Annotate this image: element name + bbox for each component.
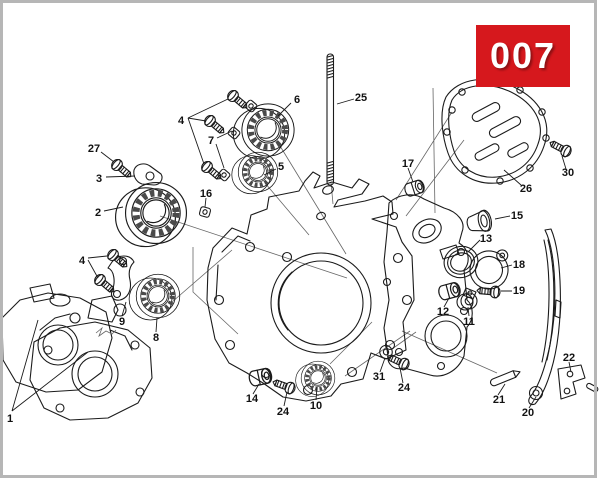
callout-2: 2 — [94, 207, 102, 219]
part-tab-3 — [133, 163, 163, 186]
part-cover-26 — [441, 78, 550, 185]
callout-27: 27 — [87, 143, 101, 155]
part-bearing-8 — [129, 274, 180, 320]
callout-25: 25 — [354, 92, 368, 104]
part-bolt-30 — [546, 136, 574, 160]
callout-24: 24 — [276, 406, 290, 418]
part-bracket-22 — [557, 364, 599, 400]
part-screw-4b — [201, 112, 229, 138]
callout-19: 19 — [512, 285, 526, 297]
part-bushing-14 — [247, 366, 274, 388]
callout-26: 26 — [519, 183, 533, 195]
callout-1: 1 — [6, 413, 14, 425]
callout-6: 6 — [293, 94, 301, 106]
callout-20: 20 — [521, 407, 535, 419]
callout-3: 3 — [95, 173, 103, 185]
part-lever-9 — [107, 255, 135, 301]
callout-12: 12 — [436, 306, 450, 318]
callout-15: 15 — [510, 210, 524, 222]
callout-14: 14 — [245, 393, 259, 405]
callout-9: 9 — [118, 316, 126, 328]
part-crankcase-right-half — [382, 194, 473, 377]
assembly-lines — [159, 87, 498, 377]
part-pin-21 — [489, 370, 521, 387]
callout-16: 16 — [199, 188, 213, 200]
part-bolt-24a — [270, 375, 298, 396]
callout-22: 22 — [562, 352, 576, 364]
part-stud-25 — [326, 53, 335, 186]
part-assembled-crankcase-1 — [1, 283, 153, 421]
callout-18: 18 — [512, 259, 526, 271]
callout-7: 7 — [207, 135, 215, 147]
part-bearing-2 — [116, 183, 187, 247]
part-chain-guide-20 — [528, 228, 562, 406]
part-bearing-5 — [232, 152, 278, 193]
part-crankcase-left-half — [206, 171, 415, 402]
leader-lines — [11, 98, 572, 412]
callout-4: 4 — [78, 255, 86, 267]
part-plug-15 — [466, 209, 492, 232]
callout-30: 30 — [561, 167, 575, 179]
part-screw-4d — [104, 246, 132, 272]
callout-21: 21 — [492, 394, 506, 406]
part-nut-16 — [198, 205, 212, 219]
page-code-badge: 007 — [476, 25, 570, 87]
callout-10: 10 — [309, 400, 323, 412]
callout-11: 11 — [463, 316, 475, 328]
callout-31: 31 — [372, 371, 386, 383]
callout-5: 5 — [277, 161, 285, 173]
callout-17: 17 — [401, 158, 415, 170]
callout-4: 4 — [177, 115, 185, 127]
page-code: 007 — [489, 35, 557, 76]
callout-24: 24 — [397, 382, 411, 394]
part-spacer-11 — [456, 292, 478, 311]
part-bearing-10 — [293, 359, 337, 399]
callout-8: 8 — [152, 332, 160, 344]
callout-13: 13 — [479, 233, 493, 245]
part-bearing-6 — [233, 104, 294, 159]
